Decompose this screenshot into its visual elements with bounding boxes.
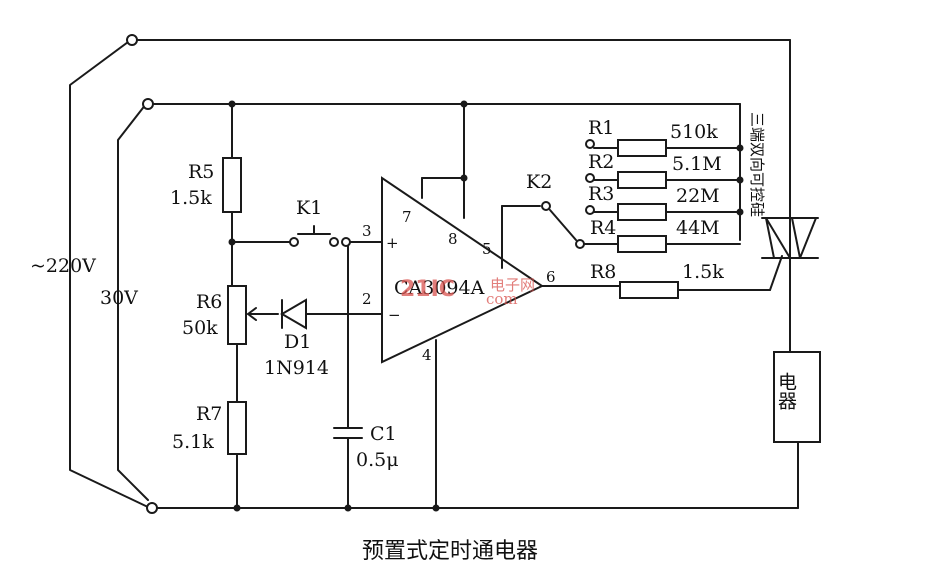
c1-name: C1 xyxy=(370,423,397,445)
pin-8: 8 xyxy=(448,230,458,248)
diode-d1 xyxy=(247,298,383,330)
r1-value: 510k xyxy=(670,121,718,143)
plus-input: + xyxy=(386,234,399,252)
pin-4: 4 xyxy=(422,346,432,364)
r4-name: R4 xyxy=(590,217,616,239)
dc-supply-label: 30V xyxy=(100,287,138,309)
r5-name: R5 xyxy=(188,161,214,183)
r8-name: R8 xyxy=(590,261,616,283)
r4-value: 44M xyxy=(676,217,720,239)
r2-value: 5.1M xyxy=(672,153,722,175)
dc-terminal-top xyxy=(142,98,154,110)
ac-supply-label: ~220V xyxy=(30,255,96,277)
resistor-r5 xyxy=(222,157,242,213)
r1-name: R1 xyxy=(588,117,614,139)
ac-terminal-bottom xyxy=(146,502,158,514)
component-labels: ~220V 30V R5 1.5k R6 50k R7 5.1k K1 D1 1… xyxy=(30,117,724,471)
triac xyxy=(761,217,819,259)
watermark-logo: 21IC xyxy=(400,277,455,302)
junction-r7-ground xyxy=(233,504,241,512)
switch-k1 xyxy=(231,225,383,247)
pin-5: 5 xyxy=(482,240,492,258)
r6-name: R6 xyxy=(196,291,222,313)
r5-value: 1.5k xyxy=(170,187,212,209)
resistor-r8 xyxy=(619,255,783,299)
r3-name: R3 xyxy=(588,183,614,205)
selector-k2 xyxy=(541,201,577,241)
ac-terminal-top xyxy=(126,34,138,46)
ic-ca3094a xyxy=(381,100,621,512)
ac-supply-wiring xyxy=(69,39,799,509)
r3-value: 22M xyxy=(676,185,720,207)
r6-value: 50k xyxy=(182,317,218,339)
potentiometer-r6 xyxy=(227,285,247,345)
divider-network xyxy=(222,100,247,512)
pin-6: 6 xyxy=(546,268,556,286)
d1-part: 1N914 xyxy=(264,357,329,379)
triac-label: 三端双向可控硅 xyxy=(748,112,766,217)
c1-value: 0.5μ xyxy=(356,449,399,471)
k1-label: K1 xyxy=(296,197,322,219)
load-box xyxy=(773,351,821,443)
d1-name: D1 xyxy=(284,331,311,353)
r8-value: 1.5k xyxy=(682,261,724,283)
load-label: 电器 xyxy=(775,372,797,410)
capacitor-c1 xyxy=(333,245,363,512)
watermark-cn: 电子网 xyxy=(490,276,535,294)
timing-resistors xyxy=(575,139,744,253)
r7-value: 5.1k xyxy=(172,431,214,453)
ic-label: CA3094A xyxy=(394,277,485,299)
watermark-url: com xyxy=(486,290,518,308)
dc-supply-wiring xyxy=(117,103,741,501)
pin-2: 2 xyxy=(362,290,372,308)
k2-label: K2 xyxy=(526,171,552,193)
watermark: 21IC 电子网 com xyxy=(400,276,535,308)
resistor-r7 xyxy=(227,401,247,455)
junction-r5-rail xyxy=(228,100,236,108)
triac-label-group: 三端双向可控硅 xyxy=(748,112,766,217)
pin-3: 3 xyxy=(362,222,372,240)
r2-name: R2 xyxy=(588,151,614,173)
pin-7: 7 xyxy=(402,208,412,226)
r7-name: R7 xyxy=(196,403,222,425)
minus-input: − xyxy=(388,306,401,324)
diagram-caption: 预置式定时通电器 xyxy=(362,539,538,564)
